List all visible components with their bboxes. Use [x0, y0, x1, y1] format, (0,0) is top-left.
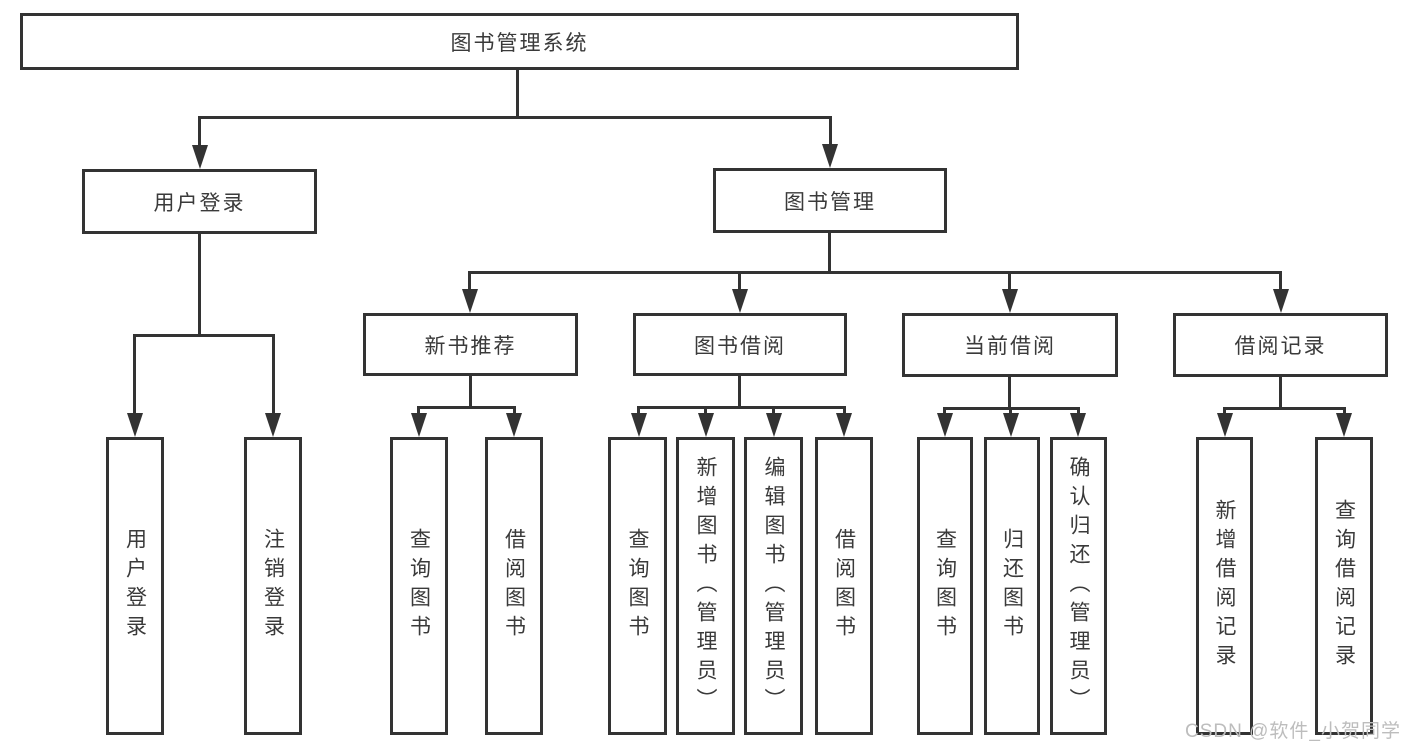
arrowhead-icon-leaf-logout — [265, 413, 281, 437]
arrowhead-icon-new-book — [462, 289, 478, 313]
leaf-query-books-recommend-label: 查询图书 — [407, 528, 431, 644]
leaf-logout: 注销登录 — [244, 437, 302, 735]
connector-stub-borrow — [738, 271, 741, 291]
connector-borrowrecord-bus — [1223, 407, 1346, 410]
leaf-confirm-return-admin-label: 确认归还（管理员） — [1067, 455, 1090, 717]
leaf-query-books-recommend: 查询图书 — [390, 437, 448, 735]
watermark: CSDN @软件_小贺同学 — [1185, 721, 1401, 742]
connector-stub-new-book — [468, 271, 471, 291]
leaf-add-books-admin-label: 新增图书（管理员） — [694, 455, 717, 717]
leaf-borrow-books: 借阅图书 — [815, 437, 873, 735]
connector-stub-leaf-login — [133, 334, 136, 414]
connector-bookmgmt-drop — [828, 233, 831, 273]
leaf-user-login: 用户登录 — [106, 437, 164, 735]
connector-stub-current — [1008, 271, 1011, 291]
leaf-confirm-return-admin: 确认归还（管理员） — [1050, 437, 1107, 735]
leaf-return-books-label: 归还图书 — [1000, 528, 1024, 644]
arrowhead-icon-leaf-query-record — [1336, 413, 1352, 437]
arrowhead-icon-leaf-edit-books — [766, 413, 782, 437]
leaf-edit-books-admin: 编辑图书（管理员） — [744, 437, 803, 735]
arrowhead-icon-leaf-borrow-books — [836, 413, 852, 437]
connector-stub-leaf-borrow-rec — [513, 406, 516, 414]
node-book-borrow-label: 图书借阅 — [694, 334, 786, 358]
leaf-query-borrow-record-label: 查询借阅记录 — [1332, 499, 1356, 673]
connector-stub-leaf-edit-books — [772, 406, 775, 414]
arrowhead-icon-book-mgmt — [822, 144, 838, 168]
connector-bookborrow-drop — [738, 376, 741, 407]
connector-stub-leaf-return — [1009, 407, 1012, 414]
leaf-query-books-current: 查询图书 — [917, 437, 973, 735]
connector-stub-leaf-add-record — [1223, 407, 1226, 414]
leaf-logout-label: 注销登录 — [261, 528, 285, 644]
connector-stub-user-login — [198, 116, 201, 147]
leaf-edit-books-admin-label: 编辑图书（管理员） — [762, 455, 785, 717]
arrowhead-icon-user-login — [192, 145, 208, 169]
arrowhead-icon-leaf-query-rec — [411, 413, 427, 437]
leaf-user-login-label: 用户登录 — [123, 528, 147, 644]
leaf-return-books: 归还图书 — [984, 437, 1040, 735]
node-book-management: 图书管理 — [713, 168, 947, 233]
connector-stub-book-mgmt — [829, 116, 832, 146]
node-borrow-record-label: 借阅记录 — [1234, 335, 1327, 358]
connector-newbook-bus — [417, 406, 516, 409]
arrowhead-icon-current — [1002, 289, 1018, 313]
leaf-add-books-admin: 新增图书（管理员） — [676, 437, 735, 735]
leaf-query-books-borrow-label: 查询图书 — [626, 528, 649, 644]
node-new-book-recommend: 新书推荐 — [363, 313, 578, 376]
leaf-borrow-books-recommend-label: 借阅图书 — [502, 528, 526, 644]
node-user-login: 用户登录 — [82, 169, 317, 234]
leaf-borrow-books-label: 借阅图书 — [832, 528, 856, 644]
node-book-borrow: 图书借阅 — [633, 313, 847, 376]
arrowhead-icon-leaf-confirm-return — [1070, 413, 1086, 437]
node-user-login-label: 用户登录 — [153, 191, 246, 215]
connector-stub-leaf-query-rec — [417, 406, 420, 414]
connector-newbook-drop — [469, 376, 472, 407]
connector-root-drop — [516, 70, 519, 118]
connector-stub-record — [1279, 271, 1282, 291]
node-current-borrow-label: 当前借阅 — [964, 335, 1056, 358]
connector-userlogin-bus — [133, 334, 275, 337]
connector-userlogin-drop — [198, 233, 201, 336]
node-book-management-label: 图书管理 — [784, 190, 876, 214]
leaf-add-borrow-record-label: 新增借阅记录 — [1213, 499, 1236, 673]
leaf-add-borrow-record: 新增借阅记录 — [1196, 437, 1253, 735]
leaf-query-books-borrow: 查询图书 — [608, 437, 667, 735]
leaf-query-borrow-record: 查询借阅记录 — [1315, 437, 1373, 735]
leaf-query-books-current-label: 查询图书 — [933, 528, 957, 644]
arrowhead-icon-borrow — [732, 289, 748, 313]
arrowhead-icon-leaf-add-record — [1217, 413, 1233, 437]
node-new-book-recommend-label: 新书推荐 — [424, 334, 517, 358]
arrowhead-icon-leaf-borrow-rec — [506, 413, 522, 437]
connector-stub-leaf-logout — [272, 334, 275, 414]
arrowhead-icon-leaf-login — [127, 413, 143, 437]
arrowhead-icon-leaf-return — [1003, 413, 1019, 437]
connector-bookborrow-bus — [637, 406, 846, 409]
node-borrow-record: 借阅记录 — [1173, 313, 1388, 377]
arrowhead-icon-leaf-query-current — [937, 413, 953, 437]
connector-stub-leaf-confirm-return — [1077, 407, 1080, 414]
node-current-borrow: 当前借阅 — [902, 313, 1118, 377]
node-root-label: 图书管理系统 — [450, 31, 589, 55]
connector-stub-leaf-query-current — [943, 407, 946, 414]
connector-stub-leaf-query-record — [1343, 407, 1346, 414]
arrowhead-icon-leaf-add-books — [698, 413, 714, 437]
node-root: 图书管理系统 — [20, 13, 1019, 70]
arrowhead-icon-record — [1273, 289, 1289, 313]
connector-stub-leaf-borrow-books — [843, 406, 846, 414]
connector-bookmgmt-bus — [468, 271, 1282, 274]
arrowhead-icon-leaf-query-borrow — [631, 413, 647, 437]
connector-root-bus — [198, 116, 832, 119]
connector-stub-leaf-query-borrow — [637, 406, 640, 414]
connector-currentborrow-drop — [1008, 377, 1011, 408]
connector-borrowrecord-drop — [1279, 377, 1282, 408]
leaf-borrow-books-recommend: 借阅图书 — [485, 437, 543, 735]
connector-stub-leaf-add-books — [704, 406, 707, 414]
